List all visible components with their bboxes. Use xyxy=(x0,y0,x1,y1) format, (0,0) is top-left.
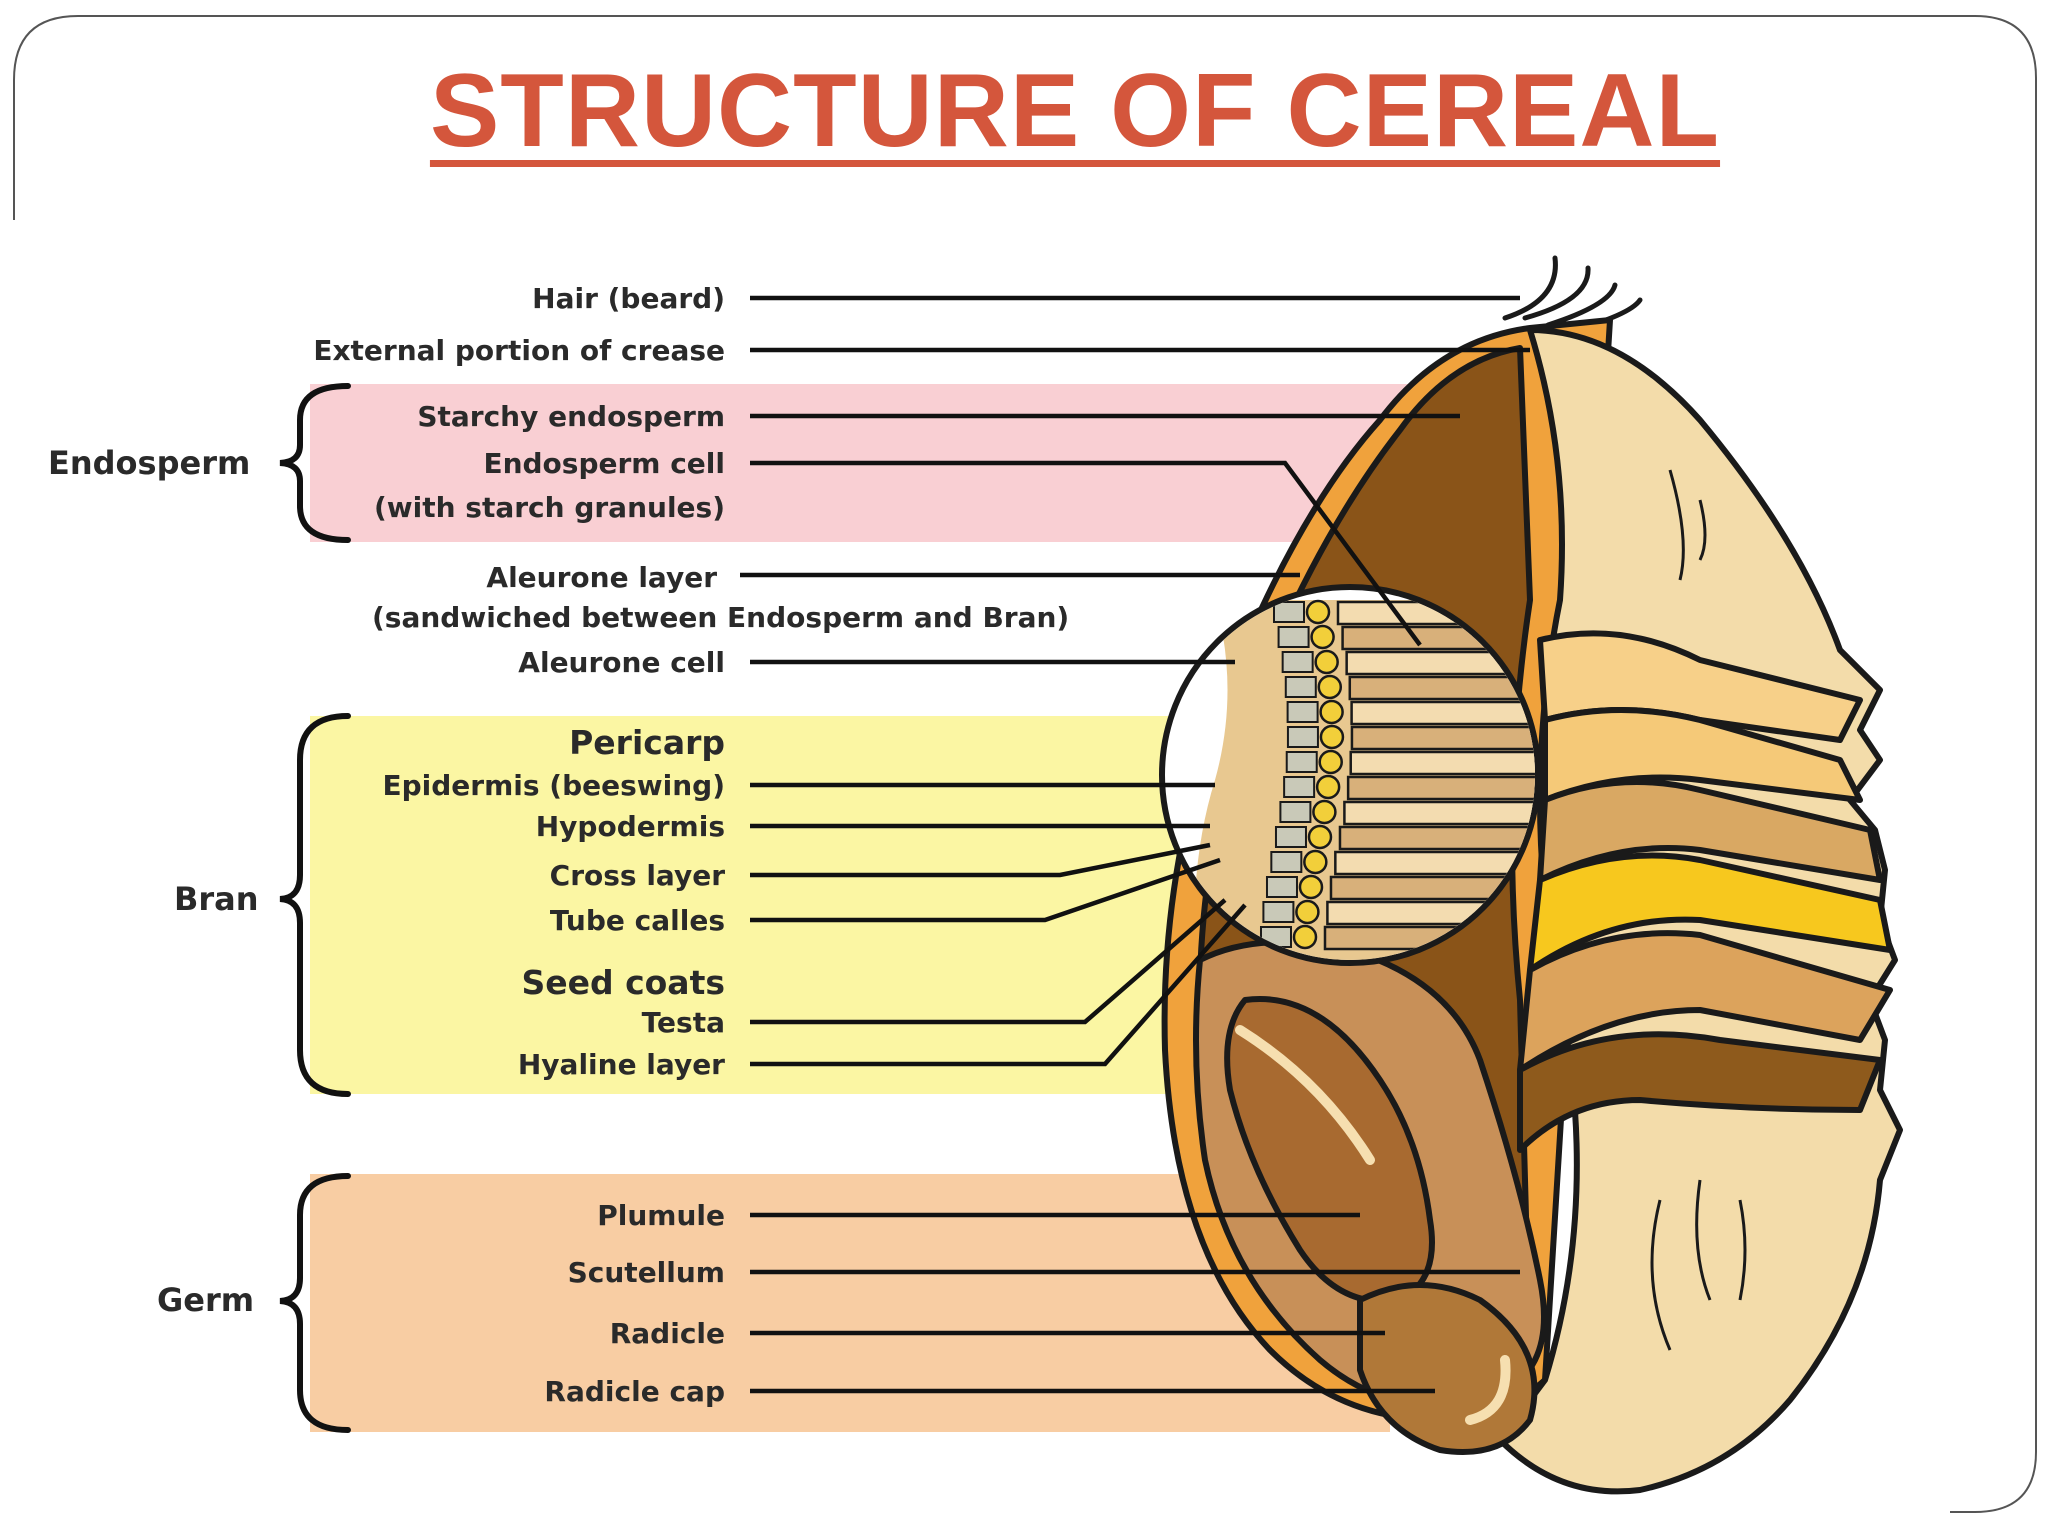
bran-brace xyxy=(279,713,351,1097)
bran-layer-stripe xyxy=(1270,851,1303,873)
endosperm-cell-stripe xyxy=(1343,800,1535,826)
aleurone-cell-icon xyxy=(1305,599,1331,625)
aleurone-cell-icon xyxy=(1312,799,1337,825)
bran-layer-stripe xyxy=(1265,876,1298,898)
bran-layer-stripe xyxy=(1277,626,1310,648)
label-tube-calles: Tube calles xyxy=(550,904,725,937)
grain-illustration xyxy=(1159,255,1903,1495)
bran-layer-stripe xyxy=(1274,826,1307,848)
page-title: STRUCTURE OF CEREAL xyxy=(429,53,1721,169)
aleurone-magnifier xyxy=(1159,584,1541,966)
slide-border xyxy=(13,15,2037,1513)
label-radicle-cap: Radicle cap xyxy=(544,1375,725,1408)
label-aleurone-layer: Aleurone layer xyxy=(486,561,717,594)
bran-layer-stripe xyxy=(1283,776,1316,798)
label-plumule: Plumule xyxy=(597,1199,725,1232)
label-endosperm-cell: Endosperm cell xyxy=(483,447,725,480)
bran-layer-stripe xyxy=(1279,801,1312,823)
germ-brace xyxy=(279,1173,351,1433)
aleurone-cell-icon xyxy=(1315,774,1341,800)
endosperm-cell-stripe xyxy=(1350,700,1535,726)
aleurone-cell-icon xyxy=(1314,649,1339,675)
group-label-germ: Germ xyxy=(157,1281,254,1319)
endosperm-cell-stripe xyxy=(1329,875,1535,901)
label-crease: External portion of crease xyxy=(313,334,725,367)
label-pericarp: Pericarp xyxy=(569,723,725,762)
label-scutellum: Scutellum xyxy=(568,1256,725,1289)
bran-layer-stripe xyxy=(1286,701,1319,723)
bran-layer-stripe xyxy=(1286,726,1319,748)
bran-layer-6 xyxy=(1517,1031,1883,1153)
label-seed-coats: Seed coats xyxy=(521,963,725,1002)
label-endosperm-cell-note: (with starch granules) xyxy=(374,491,725,524)
endosperm-cell-stripe xyxy=(1338,825,1535,851)
endosperm-cell-stripe xyxy=(1349,750,1535,776)
endosperm-cell-stripe xyxy=(1345,650,1535,676)
aleurone-cell-icon xyxy=(1295,899,1320,925)
label-starchy-endosperm: Starchy endosperm xyxy=(417,400,725,433)
aleurone-cell-icon xyxy=(1303,849,1328,875)
endosperm-cell-stripe xyxy=(1348,675,1535,701)
bran-layer-stripe xyxy=(1285,751,1318,773)
aleurone-cell-icon xyxy=(1319,724,1345,750)
aleurone-cell-icon xyxy=(1319,699,1344,725)
label-epidermis: Epidermis (beeswing) xyxy=(382,769,725,802)
label-hair: Hair (beard) xyxy=(532,282,725,315)
aleurone-cell-icon xyxy=(1310,624,1335,650)
leader-lines xyxy=(740,295,1530,1394)
label-cross-layer: Cross layer xyxy=(550,859,726,892)
aleurone-cell-icon xyxy=(1307,824,1333,850)
group-label-endosperm: Endosperm xyxy=(48,444,250,482)
bran-layer-stripe xyxy=(1281,651,1314,673)
aleurone-cell-icon xyxy=(1317,674,1343,700)
endosperm-cell-stripe xyxy=(1346,775,1535,801)
bran-layer-stripe xyxy=(1262,901,1295,923)
label-hyaline-layer: Hyaline layer xyxy=(518,1048,725,1081)
label-testa: Testa xyxy=(642,1006,725,1039)
label-aleurone-layer-note: (sandwiched between Endosperm and Bran) xyxy=(372,601,1069,634)
bran-layer-4 xyxy=(1527,852,1893,973)
endosperm-cell-stripe xyxy=(1334,850,1535,876)
bran-layer-5 xyxy=(1517,930,1893,1073)
bran-layer-stripe xyxy=(1273,601,1305,623)
aleurone-cell-icon xyxy=(1318,749,1343,775)
aleurone-cell-icon xyxy=(1292,924,1318,950)
group-label-bran: Bran xyxy=(174,880,259,918)
endosperm-brace xyxy=(279,383,351,543)
group-braces xyxy=(279,383,351,1433)
label-radicle: Radicle xyxy=(610,1317,725,1350)
bran-layer-stripe xyxy=(1284,676,1317,698)
endosperm-cell-stripe xyxy=(1350,725,1535,751)
aleurone-cell-icon xyxy=(1298,874,1324,900)
label-hypodermis: Hypodermis xyxy=(536,810,725,843)
label-aleurone-cell: Aleurone cell xyxy=(518,646,725,679)
